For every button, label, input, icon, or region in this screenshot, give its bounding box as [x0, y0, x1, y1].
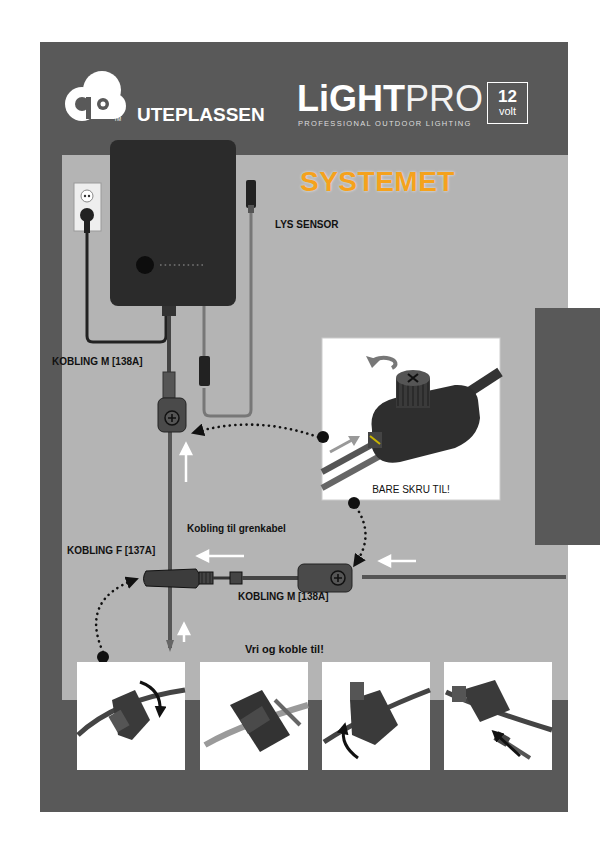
badge-text: volt — [499, 106, 516, 118]
inset-photo — [322, 338, 500, 500]
side-tab — [535, 308, 600, 545]
wall-outlet — [74, 183, 101, 233]
connector-f — [144, 569, 214, 588]
title: SYSTEMET — [300, 166, 455, 198]
part-name: KOBLING M [138A] — [238, 591, 329, 603]
tagline: PROFESSIONAL OUTDOOR LIGHTING — [298, 120, 472, 129]
part-name: Kobling til grenkabel — [187, 523, 286, 535]
trademark: TM — [114, 117, 121, 123]
voltage-badge: 12volt — [487, 82, 528, 124]
product-name: LiGHT — [297, 78, 405, 119]
callout-dots — [96, 425, 365, 652]
branch-cable — [362, 575, 566, 579]
card — [40, 42, 568, 812]
screw-connector-detail — [322, 356, 500, 488]
main-cable — [168, 430, 172, 648]
connector-m — [158, 398, 186, 432]
brand-name: UTEPLASSEN — [137, 104, 265, 126]
sensor-plug — [199, 356, 210, 386]
connector-m — [298, 564, 352, 592]
instruction: Vri og koble til! — [245, 643, 324, 656]
light-sensor — [246, 180, 256, 208]
assembly-steps — [77, 662, 552, 770]
part-name: KOBLING F [137A] — [67, 545, 155, 557]
product-name: PRO — [405, 78, 483, 119]
inset-photo: BARE SKRU TIL! — [322, 338, 500, 500]
badge-text: 12 — [498, 88, 517, 106]
caption: BARE SKRU TIL! — [369, 485, 453, 496]
part-name: LYS SENSOR — [275, 219, 339, 231]
part-name: KOBLING M [138A] — [52, 356, 143, 368]
logo — [65, 71, 126, 121]
transformer — [110, 140, 236, 316]
